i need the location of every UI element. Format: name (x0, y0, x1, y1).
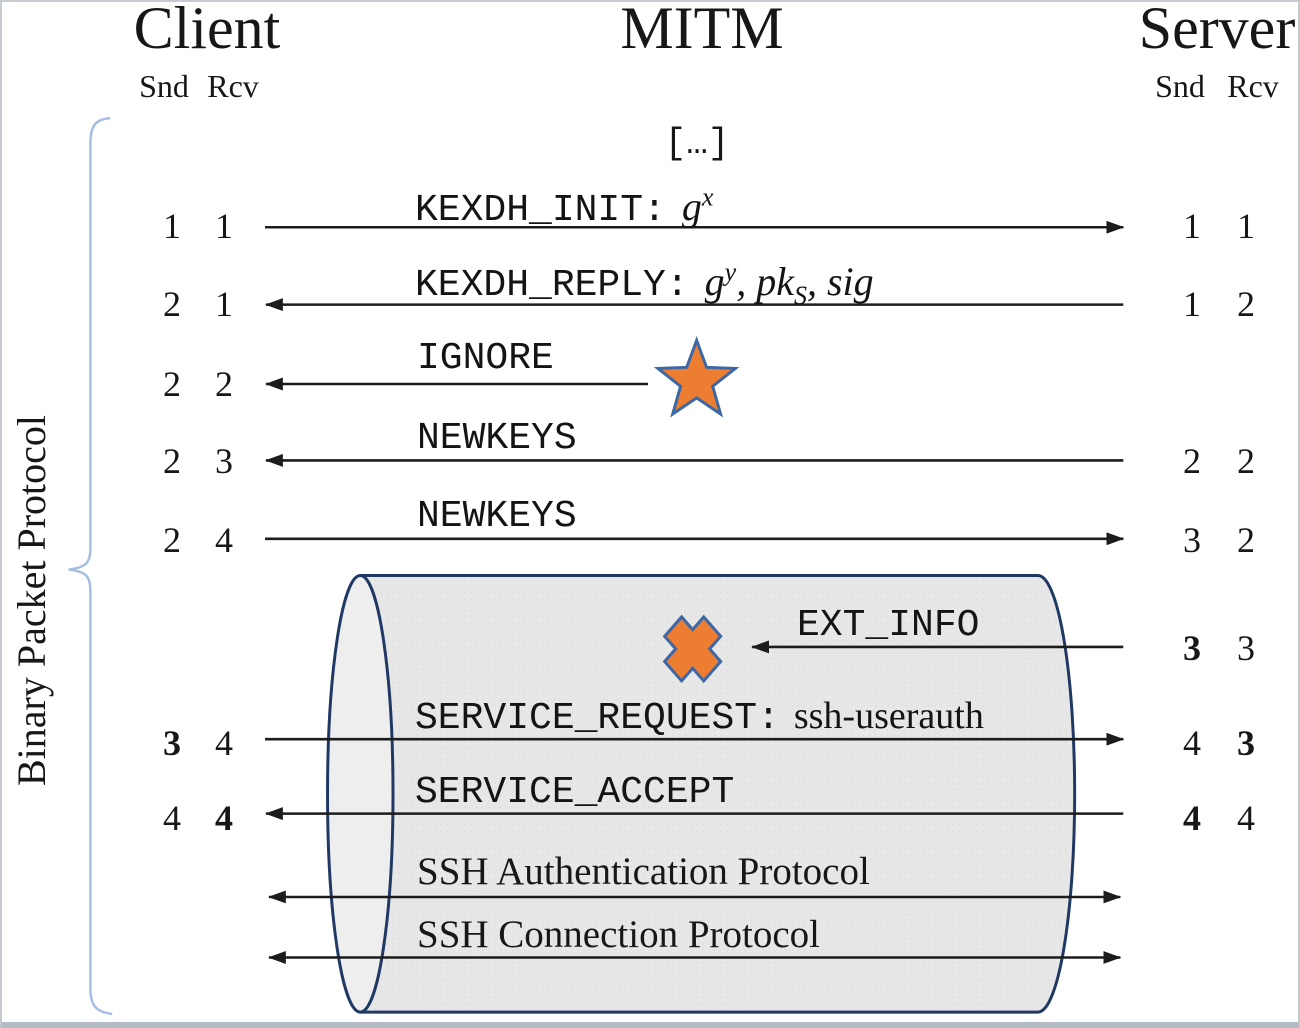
server-snd-newkeys-1: 2 (1183, 441, 1201, 481)
message-ignore: IGNORE (417, 337, 554, 380)
client-rcv-kexdh-reply: 1 (215, 284, 233, 324)
math-pk: , pk (736, 259, 794, 304)
client-snd-service-request: 3 (163, 723, 181, 763)
client-rcv-newkeys-1: 3 (215, 441, 233, 481)
cross-icon (665, 617, 721, 681)
cylinder-left-cap (326, 574, 395, 1014)
client-rcv-kexdh-init: 1 (215, 206, 233, 246)
server-snd-kexdh-init: 1 (1183, 206, 1201, 246)
message-kexdh-init-label: KEXDH_INIT: (415, 189, 666, 232)
message-service-request: SERVICE_REQUEST: ssh-userauth (415, 695, 984, 740)
math-sig: , sig (806, 259, 874, 304)
client-rcv-service-request: 4 (215, 723, 233, 763)
client-snd-service-accept: 4 (163, 798, 181, 838)
client-snd-newkeys-2: 2 (163, 520, 181, 560)
math-g: g (704, 259, 725, 304)
message-ext-info: EXT_INFO (797, 604, 980, 647)
server-snd-header: Snd (1155, 68, 1205, 104)
client-rcv-newkeys-2: 4 (215, 520, 233, 560)
message-newkeys-1: NEWKEYS (417, 417, 577, 460)
server-snd-newkeys-2: 3 (1183, 520, 1201, 560)
message-service-accept: SERVICE_ACCEPT (415, 771, 735, 814)
column-title-server: Server (1138, 0, 1296, 61)
binary-packet-protocol-label: Binary Packet Protocol (9, 414, 54, 786)
server-snd-ext-info: 3 (1183, 628, 1201, 668)
math-g: g (681, 184, 702, 229)
server-snd-service-request: 4 (1183, 723, 1201, 763)
server-rcv-ext-info: 3 (1237, 628, 1255, 668)
math-exp-x: x (701, 182, 714, 212)
ssh-connection-protocol-label: SSH Connection Protocol (417, 913, 821, 956)
message-kexdh-reply-arg: gy, pkS, sig (704, 257, 874, 308)
message-kexdh-init: KEXDH_INIT: gx (415, 184, 714, 232)
client-rcv-ignore: 2 (215, 364, 233, 404)
server-rcv-service-request: 3 (1237, 723, 1255, 763)
message-kexdh-init-arg: gx (682, 184, 714, 229)
client-snd-header: Snd (139, 68, 189, 104)
math-sub-s: S (793, 281, 807, 310)
client-rcv-header: Rcv (207, 68, 259, 104)
star-icon (653, 336, 740, 418)
column-title-mitm: MITM (620, 0, 784, 61)
client-snd-newkeys-1: 2 (163, 441, 181, 481)
message-service-request-arg: ssh-userauth (793, 695, 984, 737)
server-rcv-newkeys-1: 2 (1237, 441, 1255, 481)
client-snd-ignore: 2 (163, 364, 181, 404)
server-rcv-kexdh-reply: 2 (1237, 284, 1255, 324)
client-snd-kexdh-init: 1 (163, 206, 181, 246)
client-snd-kexdh-reply: 2 (163, 284, 181, 324)
message-service-request-label: SERVICE_REQUEST: (415, 697, 780, 740)
server-rcv-newkeys-2: 2 (1237, 520, 1255, 560)
server-rcv-kexdh-init: 1 (1237, 206, 1255, 246)
message-newkeys-2: NEWKEYS (417, 495, 577, 538)
column-title-client: Client (133, 0, 281, 61)
binary-packet-protocol-brace (68, 116, 113, 1016)
math-exp-y: y (724, 257, 737, 287)
omitted-messages-ellipsis: […] (664, 123, 730, 164)
server-rcv-service-accept: 4 (1237, 798, 1255, 838)
server-rcv-header: Rcv (1227, 68, 1279, 104)
message-kexdh-reply-label: KEXDH_REPLY: (415, 264, 689, 307)
message-kexdh-reply: KEXDH_REPLY: gy, pkS, sig (415, 257, 874, 308)
server-snd-service-accept: 4 (1183, 798, 1201, 838)
client-rcv-service-accept: 4 (215, 798, 233, 838)
server-snd-kexdh-reply: 1 (1183, 284, 1201, 324)
ssh-authentication-protocol-label: SSH Authentication Protocol (417, 850, 870, 893)
